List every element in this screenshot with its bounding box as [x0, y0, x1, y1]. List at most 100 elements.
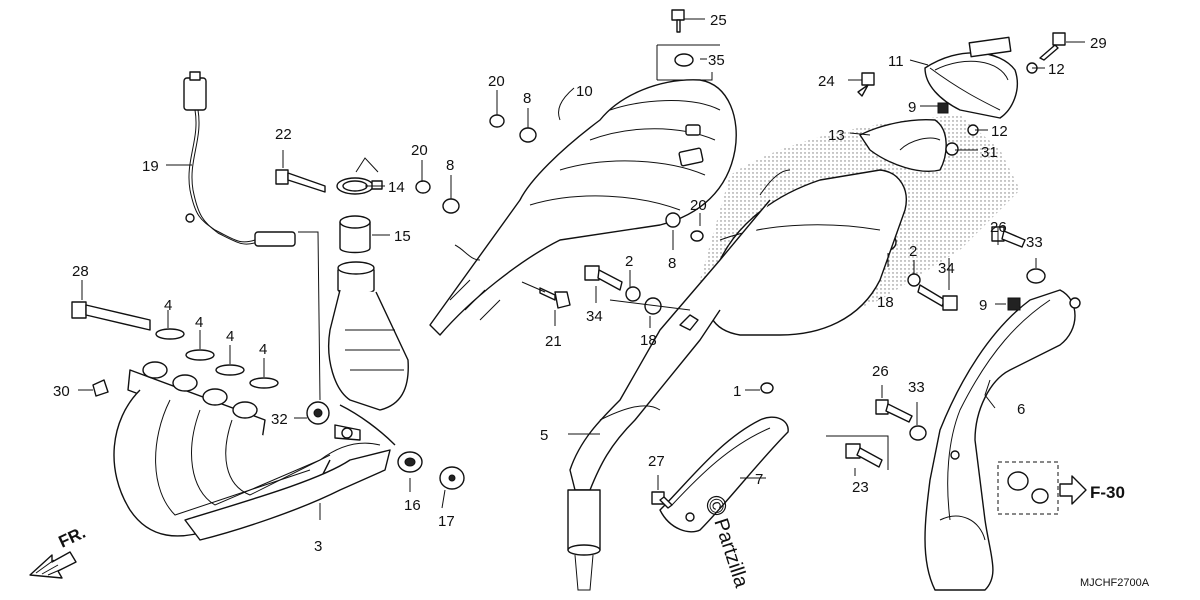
callout-18a: 18 — [640, 332, 657, 349]
callout-34b: 34 — [938, 260, 955, 277]
bracket-7 — [659, 416, 789, 533]
bolt-22 — [275, 169, 326, 193]
callout-9a: 9 — [908, 99, 916, 116]
callout-31: 31 — [981, 144, 998, 161]
callout-16: 16 — [404, 497, 421, 514]
callout-17: 17 — [438, 513, 455, 530]
watermark: © Partzilla — [703, 496, 753, 591]
bolt-24 — [857, 72, 875, 97]
callout-21: 21 — [545, 333, 562, 350]
bolt-23 — [826, 435, 889, 470]
callout-29: 29 — [1090, 35, 1107, 52]
bolt-25 — [671, 9, 685, 33]
collar-2b — [907, 273, 921, 287]
nut-31 — [945, 142, 959, 156]
callout-23: 23 — [852, 479, 869, 496]
leader-lines — [78, 18, 1085, 520]
gaskets-4 — [155, 328, 279, 389]
nut-9b — [1007, 297, 1021, 311]
nut-9a — [937, 102, 949, 114]
callout-6: 6 — [1017, 401, 1025, 418]
callout-2b: 2 — [909, 243, 917, 260]
callout-9b: 9 — [979, 297, 987, 314]
nut-30 — [92, 379, 109, 397]
cover-11 — [924, 36, 1018, 119]
callout-28: 28 — [72, 263, 89, 280]
ring-15 — [339, 215, 371, 254]
callout-4d: 4 — [259, 341, 267, 358]
callout-32: 32 — [271, 411, 288, 428]
callout-14: 14 — [388, 179, 405, 196]
exhaust-manifold — [113, 361, 391, 541]
callout-19: 19 — [142, 158, 159, 175]
callout-7: 7 — [755, 471, 763, 488]
fr-label: FR. — [56, 523, 89, 552]
washer-33a — [1026, 268, 1046, 284]
callout-8a: 8 — [523, 90, 531, 107]
heat-shield-10 — [429, 79, 737, 336]
callout-10: 10 — [576, 83, 593, 100]
watermark-text: Partzilla — [709, 516, 752, 591]
callout-11: 11 — [888, 53, 904, 70]
bolt-29 — [1039, 32, 1066, 61]
copyright-symbol: © — [703, 496, 729, 517]
bolt-34a — [584, 265, 623, 291]
grommet-8c — [665, 212, 681, 228]
front-direction-arrow: FR. — [29, 523, 89, 579]
bolt-26b — [875, 399, 913, 423]
callout-12a: 12 — [1048, 61, 1065, 78]
callout-22: 22 — [275, 126, 292, 143]
bolt-28 — [71, 301, 151, 331]
front-pipe — [328, 261, 409, 446]
callout-15: 15 — [394, 228, 411, 245]
callout-4c: 4 — [226, 328, 234, 345]
callout-3: 3 — [314, 538, 322, 555]
callout-26b: 26 — [872, 363, 889, 380]
bolt-34b — [917, 284, 958, 311]
callout-30: 30 — [53, 383, 70, 400]
callout-35: 35 — [708, 52, 725, 69]
callout-34a: 34 — [586, 308, 603, 325]
callout-20b: 20 — [411, 142, 428, 159]
callout-13: 13 — [828, 127, 845, 144]
oxygen-sensor — [183, 71, 296, 247]
grommet-35 — [674, 53, 694, 67]
callouts: 25 35 10 20 8 20 8 22 14 15 19 28 4 4 4 … — [53, 12, 1107, 555]
callout-8c: 8 — [668, 255, 676, 272]
callout-4b: 4 — [195, 314, 203, 331]
reference-label: F-30 — [1090, 483, 1125, 502]
nut-1 — [760, 382, 774, 394]
callout-24: 24 — [818, 73, 835, 90]
collar-20a — [489, 114, 505, 128]
bolt-21 — [539, 287, 571, 309]
callout-5: 5 — [540, 427, 548, 444]
diagram-code: MJCHF2700A — [1080, 577, 1150, 589]
callout-1: 1 — [733, 383, 741, 400]
callout-25: 25 — [710, 12, 727, 29]
callout-26a: 26 — [990, 219, 1007, 236]
ref-box — [997, 461, 1087, 515]
heat-guard-6 — [924, 289, 1081, 591]
grommet-8a — [519, 127, 537, 143]
bolt-26a — [991, 226, 1026, 248]
callout-20a: 20 — [488, 73, 505, 90]
washer-33b — [909, 425, 927, 441]
callout-8b: 8 — [446, 157, 454, 174]
muffler-5 — [567, 169, 907, 591]
bolt-27 — [651, 491, 673, 509]
washer-17 — [439, 466, 465, 490]
callout-2a: 2 — [625, 253, 633, 270]
collar-2a — [625, 286, 641, 302]
bracket-32 — [334, 424, 361, 441]
callout-12b: 12 — [991, 123, 1008, 140]
box-35 — [656, 44, 720, 81]
gasket-32 — [306, 401, 330, 425]
callout-20c: 20 — [690, 197, 707, 214]
callout-18b: 18 — [877, 294, 894, 311]
callout-27: 27 — [648, 453, 665, 470]
grommet-8b — [442, 198, 460, 214]
grommet-16 — [397, 451, 423, 473]
collar-20b — [415, 180, 431, 194]
callout-33b: 33 — [908, 379, 925, 396]
